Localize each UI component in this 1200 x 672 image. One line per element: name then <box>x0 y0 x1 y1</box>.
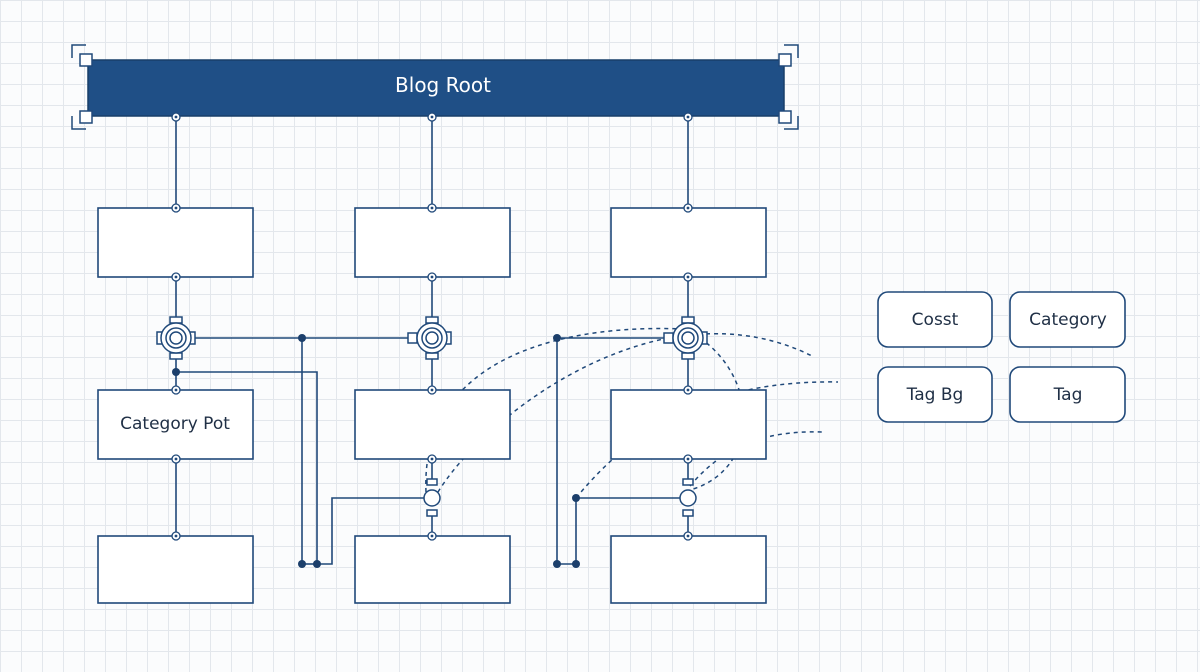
port[interactable] <box>683 531 693 541</box>
legend-label-cosst: Cosst <box>912 310 959 330</box>
node-row-1 <box>97 207 767 278</box>
legend-item-category[interactable]: Category <box>1009 291 1126 348</box>
node-c1-r2[interactable]: Category Pot <box>97 389 254 460</box>
port[interactable] <box>427 112 437 122</box>
root-selection-frame <box>71 44 799 130</box>
port[interactable] <box>171 454 181 464</box>
port[interactable] <box>683 454 693 464</box>
port[interactable] <box>427 385 437 395</box>
junction-dot <box>572 560 580 568</box>
node-c1-r3[interactable] <box>97 535 254 604</box>
node-c3-r1[interactable] <box>610 207 767 278</box>
port[interactable] <box>683 385 693 395</box>
port[interactable] <box>171 531 181 541</box>
node-c2-r3[interactable] <box>354 535 511 604</box>
port[interactable] <box>427 454 437 464</box>
port[interactable] <box>427 531 437 541</box>
legend-label-category: Category <box>1029 310 1107 330</box>
root-resize-handles[interactable] <box>79 53 792 124</box>
legend-item-tag[interactable]: Tag <box>1009 366 1126 423</box>
small-valve-2[interactable] <box>423 478 441 517</box>
ring-valve-1[interactable] <box>156 316 196 360</box>
junction-dot <box>553 560 561 568</box>
node-c3-r3[interactable] <box>610 535 767 604</box>
blog-root-node[interactable]: Blog Root <box>87 59 785 117</box>
junction-dot <box>553 334 561 342</box>
junction-dot <box>298 560 306 568</box>
node-row-2: Category Pot <box>97 389 767 460</box>
node-c2-r2[interactable] <box>354 389 511 460</box>
resize-handle-bottom-left[interactable] <box>79 110 93 124</box>
legend-label-tag: Tag <box>1053 385 1083 405</box>
root-connectors <box>175 117 689 208</box>
port[interactable] <box>683 203 693 213</box>
legend-item-tag-bg[interactable]: Tag Bg <box>877 366 993 423</box>
node-c1-r2-label: Category Pot <box>120 414 230 434</box>
connection-ports <box>171 112 693 541</box>
resize-handle-bottom-right[interactable] <box>778 110 792 124</box>
port[interactable] <box>427 203 437 213</box>
port[interactable] <box>427 272 437 282</box>
junction-dots <box>172 334 580 568</box>
port[interactable] <box>171 385 181 395</box>
resize-handle-top-right[interactable] <box>778 53 792 67</box>
legend-panel: Cosst Category Tag Bg Tag <box>877 291 1126 423</box>
blog-root-label: Blog Root <box>395 73 491 97</box>
port[interactable] <box>171 272 181 282</box>
ring-valve-3[interactable] <box>663 316 708 360</box>
small-valve-3[interactable] <box>679 478 697 517</box>
junction-dot <box>298 334 306 342</box>
junction-dot <box>572 494 580 502</box>
node-row-3 <box>97 535 767 604</box>
ring-valve-2[interactable] <box>407 316 452 360</box>
resize-handle-top-left[interactable] <box>79 53 93 67</box>
junction-dot <box>313 560 321 568</box>
port[interactable] <box>683 272 693 282</box>
port[interactable] <box>171 112 181 122</box>
port[interactable] <box>683 112 693 122</box>
node-c1-r1[interactable] <box>97 207 254 278</box>
junction-dot <box>172 368 180 376</box>
node-c2-r1[interactable] <box>354 207 511 278</box>
legend-item-cosst[interactable]: Cosst <box>877 291 993 348</box>
port[interactable] <box>171 203 181 213</box>
node-c3-r2[interactable] <box>610 389 767 460</box>
legend-label-tag-bg: Tag Bg <box>906 385 964 405</box>
